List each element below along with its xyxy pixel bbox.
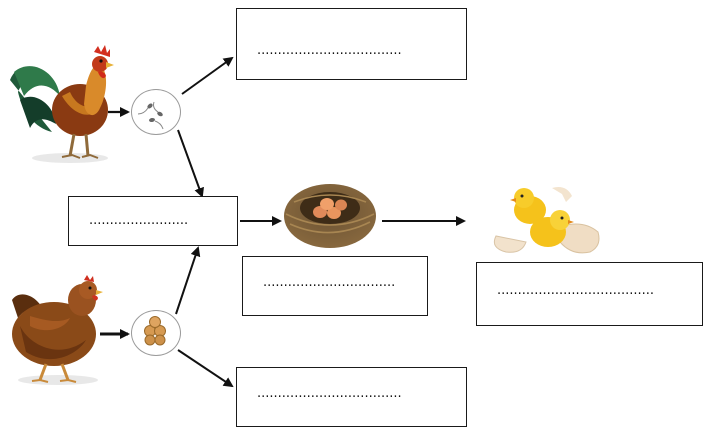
blank-box-hatch[interactable]: ...................................... — [476, 262, 703, 326]
blank-box-egg[interactable]: ................................... — [236, 367, 467, 427]
sperm-circle — [131, 89, 181, 135]
rooster-icon — [10, 45, 114, 163]
blank-dots: ................................... — [257, 386, 402, 401]
hatching-chicks-icon — [493, 187, 600, 254]
blank-dots: ................................ — [263, 275, 396, 290]
blank-dots: ...................................... — [497, 283, 655, 298]
blank-dots: ........................ — [89, 213, 189, 228]
hen-icon — [12, 275, 103, 385]
egg-cells-circle — [131, 310, 181, 356]
blank-box-zygote[interactable]: ........................ — [68, 196, 238, 246]
nest-with-eggs-icon — [284, 184, 376, 248]
blank-dots: ................................... — [257, 43, 402, 58]
blank-box-sperm[interactable]: ................................... — [236, 8, 467, 80]
blank-box-incubation[interactable]: ................................ — [242, 256, 428, 316]
